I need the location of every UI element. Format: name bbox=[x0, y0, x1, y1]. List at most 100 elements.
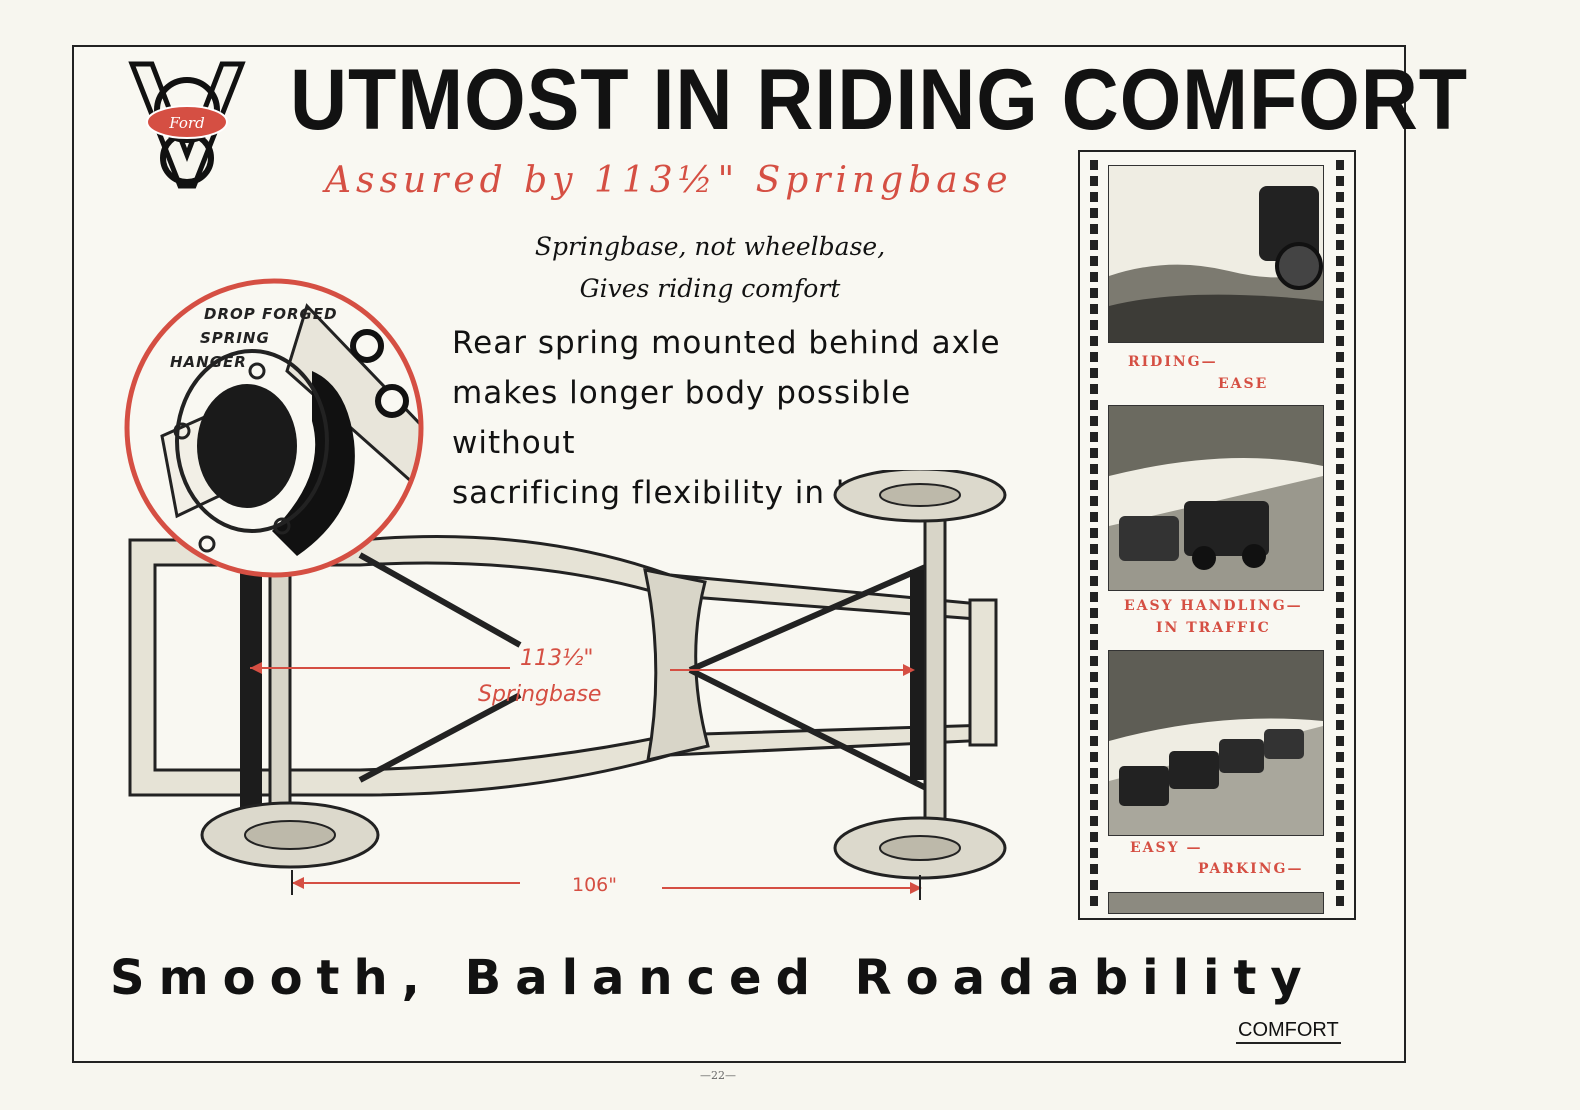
page-title: UTMOST IN RIDING COMFORT bbox=[290, 52, 1469, 148]
sprocket-hole bbox=[1090, 592, 1098, 602]
photo-riding-ease bbox=[1108, 165, 1324, 343]
ford-v8-logo: Ford bbox=[128, 61, 246, 189]
sprocket-hole bbox=[1336, 400, 1344, 410]
sprocket-hole bbox=[1090, 288, 1098, 298]
sprocket-hole bbox=[1090, 896, 1098, 906]
tagline-line-1: Springbase, not wheelbase, bbox=[534, 232, 886, 261]
sprocket-hole bbox=[1336, 512, 1344, 522]
sprocket-hole bbox=[1090, 560, 1098, 570]
sprocket-hole bbox=[1336, 432, 1344, 442]
sprocket-hole bbox=[1336, 272, 1344, 282]
sprocket-hole bbox=[1336, 784, 1344, 794]
sprocket-hole bbox=[1336, 304, 1344, 314]
sprocket-hole bbox=[1336, 592, 1344, 602]
sprocket-hole bbox=[1090, 832, 1098, 842]
sprocket-hole bbox=[1336, 480, 1344, 490]
closing-headline: Smooth, Balanced Roadability bbox=[110, 950, 1316, 1006]
sprocket-hole bbox=[1336, 864, 1344, 874]
sprocket-hole bbox=[1090, 224, 1098, 234]
sprocket-hole bbox=[1336, 384, 1344, 394]
sprocket-hole bbox=[1336, 896, 1344, 906]
sprocket-hole bbox=[1090, 432, 1098, 442]
photo-easy-handling bbox=[1108, 405, 1324, 591]
callout-line-2: SPRING bbox=[200, 329, 270, 347]
sprocket-hole bbox=[1336, 336, 1344, 346]
wheelbase-value: 106" bbox=[572, 874, 618, 896]
sprocket-hole bbox=[1090, 880, 1098, 890]
sprocket-hole bbox=[1090, 464, 1098, 474]
sprocket-hole bbox=[1336, 464, 1344, 474]
sprocket-hole bbox=[1090, 384, 1098, 394]
film-strip: RIDING— EASE EASY HANDLING— IN TRAFFIC E… bbox=[1078, 150, 1356, 920]
sprocket-hole bbox=[1336, 800, 1344, 810]
sprocket-hole bbox=[1090, 688, 1098, 698]
sprocket-hole bbox=[1336, 544, 1344, 554]
sprocket-hole bbox=[1090, 768, 1098, 778]
sprocket-hole bbox=[1336, 224, 1344, 234]
sprocket-hole bbox=[1336, 448, 1344, 458]
caption-1-line-2: EASE bbox=[1218, 376, 1269, 392]
sprocket-hole bbox=[1090, 752, 1098, 762]
sprocket-hole bbox=[1336, 528, 1344, 538]
page-number: —22— bbox=[700, 1069, 736, 1082]
tagline: Springbase, not wheelbase, Gives riding … bbox=[470, 226, 950, 310]
sprocket-hole bbox=[1090, 496, 1098, 506]
tagline-line-2: Gives riding comfort bbox=[579, 274, 841, 303]
callout-line-3: HANGER bbox=[170, 353, 247, 371]
springbase-value: 113½" bbox=[520, 646, 594, 671]
sprocket-hole bbox=[1090, 320, 1098, 330]
sprocket-hole bbox=[1090, 336, 1098, 346]
description-line-2: makes longer body possible without bbox=[452, 375, 912, 461]
spring-hanger-inset bbox=[124, 278, 424, 578]
sprocket-hole bbox=[1336, 704, 1344, 714]
sprocket-hole bbox=[1090, 544, 1098, 554]
sprocket-hole bbox=[1336, 736, 1344, 746]
sprocket-hole bbox=[1336, 496, 1344, 506]
springbase-label: Springbase bbox=[478, 682, 602, 707]
sprocket-hole bbox=[1090, 784, 1098, 794]
sprocket-hole bbox=[1090, 848, 1098, 858]
sprocket-hole bbox=[1090, 416, 1098, 426]
sprocket-hole bbox=[1336, 624, 1344, 634]
photo-easy-parking bbox=[1108, 650, 1324, 836]
sprocket-hole bbox=[1090, 528, 1098, 538]
ford-badge-text: Ford bbox=[168, 114, 204, 132]
sprocket-hole bbox=[1336, 176, 1344, 186]
sprocket-hole bbox=[1336, 752, 1344, 762]
sprocket-hole bbox=[1336, 640, 1344, 650]
spring-hanger-callout: DROP FORGED SPRING HANGER bbox=[170, 302, 338, 374]
sprocket-hole bbox=[1090, 656, 1098, 666]
sprocket-hole bbox=[1336, 320, 1344, 330]
sprocket-hole bbox=[1090, 864, 1098, 874]
sprocket-hole bbox=[1336, 288, 1344, 298]
caption-1-line-1: RIDING— bbox=[1128, 354, 1218, 370]
chassis-illustration bbox=[128, 470, 1007, 900]
caption-2-line-1: EASY HANDLING— bbox=[1124, 598, 1303, 614]
section-label: COMFORT bbox=[1236, 1018, 1341, 1044]
page-subtitle: Assured by 113½" Springbase bbox=[325, 160, 1013, 201]
caption-3-line-2: PARKING— bbox=[1198, 861, 1304, 877]
sprocket-hole bbox=[1090, 624, 1098, 634]
sprocket-hole bbox=[1090, 720, 1098, 730]
sprocket-hole bbox=[1090, 208, 1098, 218]
sprocket-hole bbox=[1336, 656, 1344, 666]
sprocket-hole bbox=[1090, 448, 1098, 458]
sprocket-hole bbox=[1090, 640, 1098, 650]
caption-2-line-2: IN TRAFFIC bbox=[1156, 620, 1271, 636]
sprocket-hole bbox=[1336, 608, 1344, 618]
sprocket-hole bbox=[1336, 256, 1344, 266]
sprocket-hole bbox=[1336, 416, 1344, 426]
sprocket-hole bbox=[1090, 176, 1098, 186]
sprocket-hole bbox=[1336, 816, 1344, 826]
caption-3-line-1: EASY — bbox=[1130, 840, 1203, 856]
sprocket-hole bbox=[1336, 848, 1344, 858]
callout-line-1: DROP FORGED bbox=[204, 305, 338, 323]
sprocket-hole bbox=[1090, 816, 1098, 826]
sprocket-hole bbox=[1336, 768, 1344, 778]
sprocket-hole bbox=[1090, 512, 1098, 522]
sprocket-hole bbox=[1336, 368, 1344, 378]
sprocket-hole bbox=[1336, 352, 1344, 362]
sprocket-hole bbox=[1090, 800, 1098, 810]
sprocket-hole bbox=[1336, 672, 1344, 682]
sprocket-hole bbox=[1090, 304, 1098, 314]
